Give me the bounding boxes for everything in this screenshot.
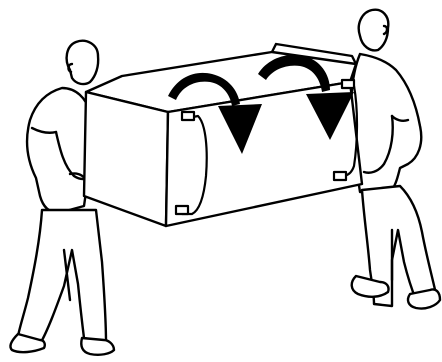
left-handle-top-bracket [182, 112, 194, 120]
right-handle-top-bracket [342, 80, 354, 88]
right-handle-bottom-bracket [334, 172, 346, 180]
right-person-right-shoe [408, 289, 440, 308]
left-handle-bottom-bracket [176, 206, 188, 214]
right-person-head [359, 10, 389, 51]
left-person-right-shoe [81, 338, 114, 355]
right-person [351, 10, 440, 309]
left-person-head [67, 41, 99, 84]
left-person-legs [18, 210, 106, 344]
cabinet-side-face [84, 92, 168, 226]
